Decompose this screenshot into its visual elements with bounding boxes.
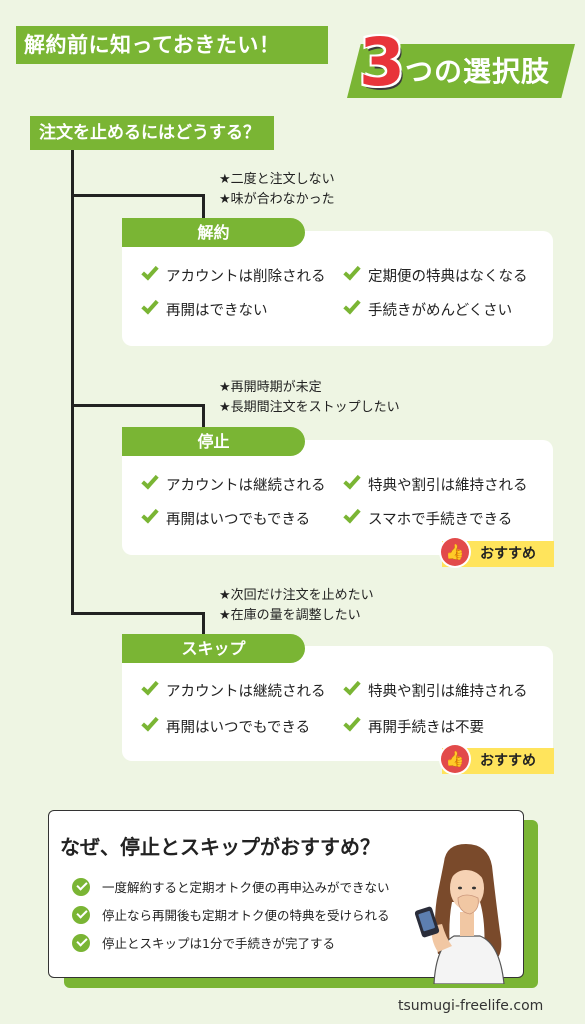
pro-con-item: アカウントは継続される <box>141 677 326 703</box>
pro-con-item: 手続きがめんどくさい <box>343 296 512 322</box>
thumbs-up-icon: 👍 <box>441 745 469 773</box>
tree-trunk <box>71 150 74 615</box>
pro-con-item: 再開手続きは不要 <box>343 713 484 739</box>
why-title: なぜ、停止とスキップがおすすめ？ <box>60 835 380 859</box>
option-note: ★再開時期が未定 <box>219 380 322 395</box>
check-icon <box>343 262 361 281</box>
check-icon <box>141 677 159 696</box>
check-icon <box>343 505 361 524</box>
why-point: 停止とスキップは1分で手続きが完了する <box>72 934 335 954</box>
option-note: ★在庫の量を調整したい <box>219 608 361 623</box>
option-label-cancel: 解約 <box>122 218 305 247</box>
option-note: ★長期間注文をストップしたい <box>219 400 400 415</box>
option-note: ★次回だけ注文を止めたい <box>219 588 374 603</box>
check-icon <box>141 262 159 281</box>
pro-con-item: 再開はいつでもできる <box>141 505 310 531</box>
check-icon <box>141 713 159 732</box>
check-icon <box>141 296 159 315</box>
page-title: 解約前に知っておきたい！ <box>16 26 328 64</box>
site-url: tsumugi-freelife.com <box>398 998 544 1014</box>
check-circle-icon <box>72 934 90 952</box>
question-box: 注文を止めるにはどうする？ <box>30 116 274 150</box>
check-icon <box>343 713 361 732</box>
pro-con-item: 特典や割引は維持される <box>343 471 528 497</box>
branch-line-cancel <box>71 194 205 197</box>
option-card-skip <box>122 646 553 761</box>
pro-con-item: アカウントは削除される <box>141 262 326 288</box>
check-icon <box>343 471 361 490</box>
pro-con-item: 定期便の特典はなくなる <box>343 262 528 288</box>
pro-con-item: アカウントは継続される <box>141 471 326 497</box>
option-card-pause <box>122 440 553 555</box>
option-card-cancel <box>122 231 553 346</box>
pro-con-item: スマホで手続きできる <box>343 505 512 531</box>
check-icon <box>343 677 361 696</box>
branch-line-skip <box>71 612 205 615</box>
pro-con-item: 再開はいつでもできる <box>141 713 310 739</box>
option-note: ★味が合わなかった <box>219 192 335 207</box>
choices-banner <box>347 44 575 98</box>
branch-drop-skip <box>202 612 205 634</box>
woman-with-phone-illustration <box>414 844 505 984</box>
branch-line-pause <box>71 404 205 407</box>
option-label-pause: 停止 <box>122 427 305 456</box>
check-circle-icon <box>72 878 90 896</box>
option-label-skip: スキップ <box>122 634 305 663</box>
choices-number: 3 <box>359 24 405 101</box>
why-point: 一度解約すると定期オトク便の再申込みができない <box>72 878 390 898</box>
branch-drop-cancel <box>202 194 205 220</box>
why-point: 停止なら再開後も定期オトク便の特典を受けられる <box>72 906 390 926</box>
check-circle-icon <box>72 906 90 924</box>
check-icon <box>343 296 361 315</box>
option-note: ★二度と注文しない <box>219 172 335 187</box>
pro-con-item: 再開はできない <box>141 296 268 322</box>
check-icon <box>141 505 159 524</box>
branch-drop-pause <box>202 404 205 428</box>
choices-label: つの選択肢 <box>405 55 551 88</box>
pro-con-item: 特典や割引は維持される <box>343 677 528 703</box>
check-icon <box>141 471 159 490</box>
thumbs-up-icon: 👍 <box>441 538 469 566</box>
